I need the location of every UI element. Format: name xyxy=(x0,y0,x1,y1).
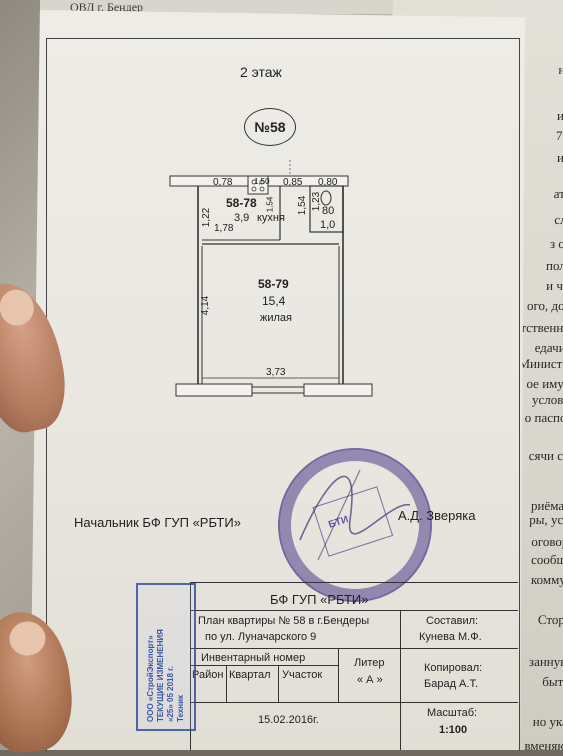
dim-0-85: 0,85 xyxy=(283,177,303,188)
title-block-plan-line1: План квартиры № 58 в г.Бендеры xyxy=(198,615,370,627)
plan-date: 15.02.2016г. xyxy=(258,714,319,726)
title-block-col-2 xyxy=(226,665,227,702)
toilet-symbol xyxy=(320,190,332,206)
signatory-name: А.Д. Зверяка xyxy=(398,508,476,523)
dim-1-50: 1,50 xyxy=(254,177,270,186)
column-plot: Участок xyxy=(282,669,323,681)
kitchen-room-id: 58-78 xyxy=(226,196,257,210)
living-room-name: жилая xyxy=(260,312,292,324)
title-block-col-3 xyxy=(278,665,279,702)
liter-value: « А » xyxy=(357,674,383,686)
compiled-name: Кунева М.Ф. xyxy=(419,631,482,643)
title-block-row-3 xyxy=(190,665,338,666)
bottom-wall-left xyxy=(175,383,253,397)
floor-label: 2 этаж xyxy=(240,64,282,80)
title-block-row-4 xyxy=(190,702,518,703)
copied-name: Барад А.Т. xyxy=(424,678,478,690)
kitchen-area: 3,9 xyxy=(234,212,250,224)
scale-label: Масштаб: xyxy=(427,707,478,719)
bathroom-outline xyxy=(309,185,344,233)
liter-label: Литер xyxy=(354,657,385,669)
column-district: Район xyxy=(192,669,224,681)
title-block-top-border xyxy=(190,582,518,584)
bottom-wall-right xyxy=(303,383,373,397)
title-block-col-right xyxy=(400,610,401,750)
bathroom-id: 80 xyxy=(322,205,335,217)
dim-3-73: 3,73 xyxy=(266,367,286,378)
living-room-id: 58-79 xyxy=(258,277,289,291)
copied-label: Копировал: xyxy=(424,662,483,674)
title-block-row-2 xyxy=(190,648,518,649)
column-block: Квартал xyxy=(229,669,271,681)
apartment-number-oval: №58 xyxy=(244,108,296,146)
title-block-plan-line2: по ул. Луначарского 9 xyxy=(205,631,317,643)
rectangular-stamp-text: ООО «СтройЭкспорт» ТЕКУЩИЕ ИЗМЕНЕНИЯ «25… xyxy=(146,629,185,722)
apartment-number: №58 xyxy=(254,119,286,135)
dim-0-78: 0,78 xyxy=(213,177,233,188)
scale-value: 1:100 xyxy=(439,724,468,736)
rectangular-stamp xyxy=(136,583,196,731)
living-room-area: 15,4 xyxy=(262,294,286,308)
inventory-number-label: Инвентарный номер xyxy=(201,652,306,664)
title-block-left-border xyxy=(190,582,192,750)
title-block-row-1 xyxy=(190,610,518,611)
dim-1-78: 1,78 xyxy=(214,223,234,234)
title-block-org: БФ ГУП «РБТИ» xyxy=(270,592,369,607)
dim-0-80: 0,80 xyxy=(318,177,338,188)
compiled-label: Составил: xyxy=(426,615,479,627)
kitchen-name: кухня xyxy=(257,212,285,224)
bathroom-area: 1,0 xyxy=(320,219,336,231)
signatory-title: Начальник БФ ГУП «РБТИ» xyxy=(74,515,241,530)
title-block-col-liter xyxy=(338,648,339,702)
